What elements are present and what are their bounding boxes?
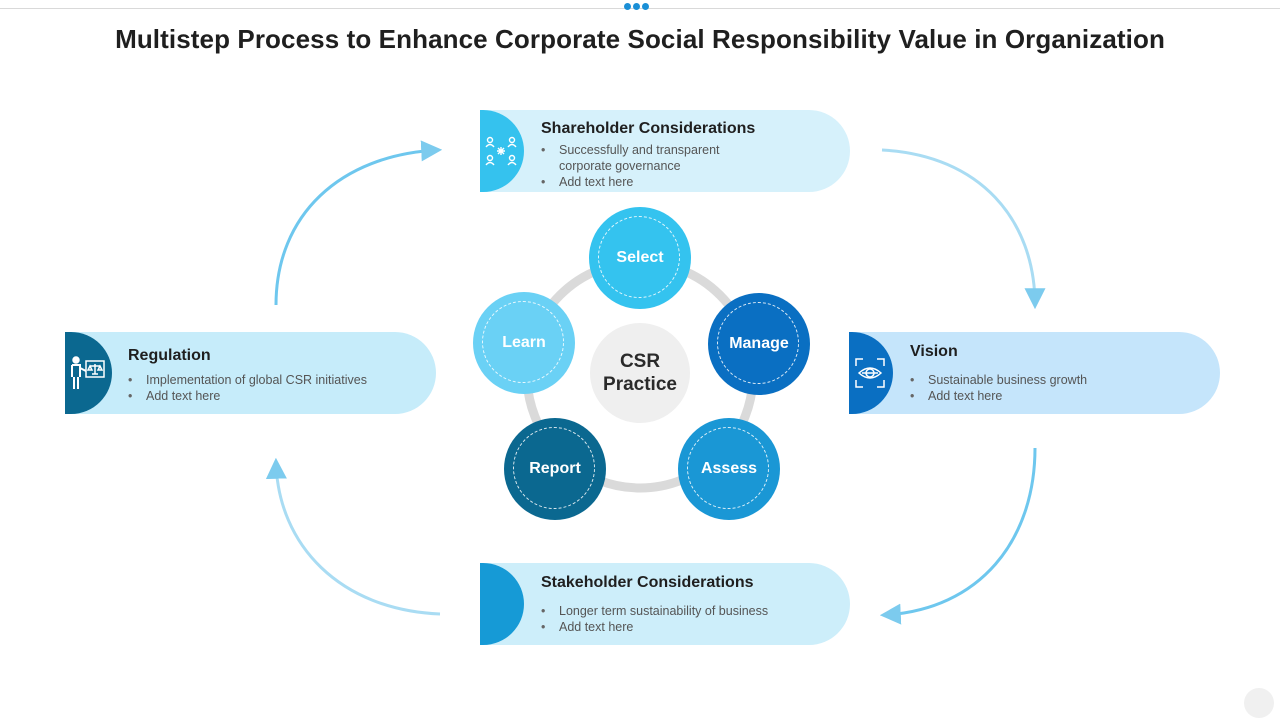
- cycle-node-report: Report: [504, 418, 606, 520]
- regulation-accent: [65, 332, 112, 414]
- slide-dots-decoration: [624, 3, 649, 10]
- people-network-icon: [485, 136, 517, 166]
- vision-title: Vision: [910, 343, 958, 360]
- regulation-bullet-2: Add text here: [128, 388, 367, 404]
- stakeholder-bullets: Longer term sustainability of business A…: [541, 603, 768, 635]
- regulation-card: Regulation Implementation of global CSR …: [65, 332, 436, 414]
- shareholder-bullet-2: corporate governance: [559, 159, 681, 173]
- center-line-2: Practice: [603, 374, 677, 395]
- node-dashed-ring: [687, 427, 769, 509]
- shareholder-bullet-3: Add text here: [541, 174, 720, 190]
- shareholder-bullet-1: Successfully and transparent: [541, 142, 720, 158]
- stakeholder-title: Stakeholder Considerations: [541, 574, 754, 591]
- shareholder-card: Shareholder Considerations Successfully …: [480, 110, 850, 192]
- presenter-scales-icon: [71, 356, 105, 389]
- stakeholder-bullet-1: Longer term sustainability of business: [541, 603, 768, 619]
- arrow-top-left: [274, 140, 443, 306]
- cycle-node-label: Manage: [729, 335, 789, 352]
- arrow-bottom-left: [265, 457, 441, 616]
- arrow-bottom-right: [879, 447, 1037, 625]
- page-title: Multistep Process to Enhance Corporate S…: [115, 24, 1165, 54]
- cycle-node-select: Select: [589, 207, 691, 309]
- top-divider: [0, 8, 1280, 9]
- cycle-node-label: Assess: [700, 460, 758, 477]
- node-dashed-ring: [482, 301, 564, 383]
- node-dashed-ring: [717, 302, 799, 384]
- shareholder-title: Shareholder Considerations: [541, 120, 756, 137]
- cycle-node-learn: Learn: [473, 292, 575, 394]
- cycle-node-label: Select: [616, 249, 664, 266]
- stakeholder-card: Stakeholder Considerations Longer term s…: [480, 563, 850, 645]
- shareholder-bullets: Successfully and transparent corporate g…: [541, 142, 720, 190]
- corner-decoration: [1244, 688, 1274, 718]
- cycle-node-assess: Assess: [678, 418, 780, 520]
- cycle-node-label: Report: [529, 460, 581, 477]
- vision-card: Vision Sustainable business growth Add t…: [849, 332, 1220, 414]
- vision-bullet-1: Sustainable business growth: [910, 372, 1087, 388]
- arrow-top-right: [881, 148, 1046, 310]
- node-dashed-ring: [598, 216, 680, 298]
- stakeholder-bullet-2: Add text here: [541, 619, 768, 635]
- regulation-bullet-1: Implementation of global CSR initiatives: [128, 372, 367, 388]
- vision-accent: [849, 332, 893, 414]
- regulation-title: Regulation: [128, 347, 211, 364]
- csr-practice-center: CSR Practice: [590, 323, 690, 423]
- vision-bullet-2: Add text here: [910, 388, 1087, 404]
- regulation-bullets: Implementation of global CSR initiatives…: [128, 372, 367, 404]
- cycle-node-manage: Manage: [708, 293, 810, 395]
- vision-bullets: Sustainable business growth Add text her…: [910, 372, 1087, 404]
- stakeholder-accent: [480, 563, 524, 645]
- center-line-1: CSR: [619, 351, 661, 372]
- shareholder-accent: [480, 110, 524, 192]
- cycle-node-label: Learn: [502, 334, 546, 351]
- node-dashed-ring: [513, 427, 595, 509]
- eye-scan-icon: [855, 358, 885, 388]
